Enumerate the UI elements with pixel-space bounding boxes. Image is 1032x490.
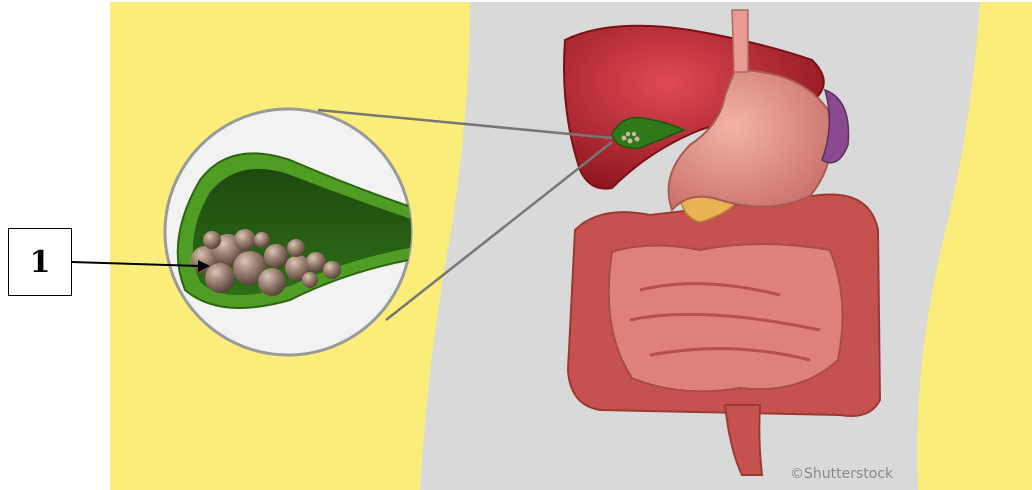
esophagus <box>732 10 748 72</box>
watermark: ©Shutterstock <box>790 466 893 482</box>
small-intestine <box>609 244 843 391</box>
label-number: 1 <box>30 245 51 280</box>
label-box: 1 <box>8 228 72 296</box>
